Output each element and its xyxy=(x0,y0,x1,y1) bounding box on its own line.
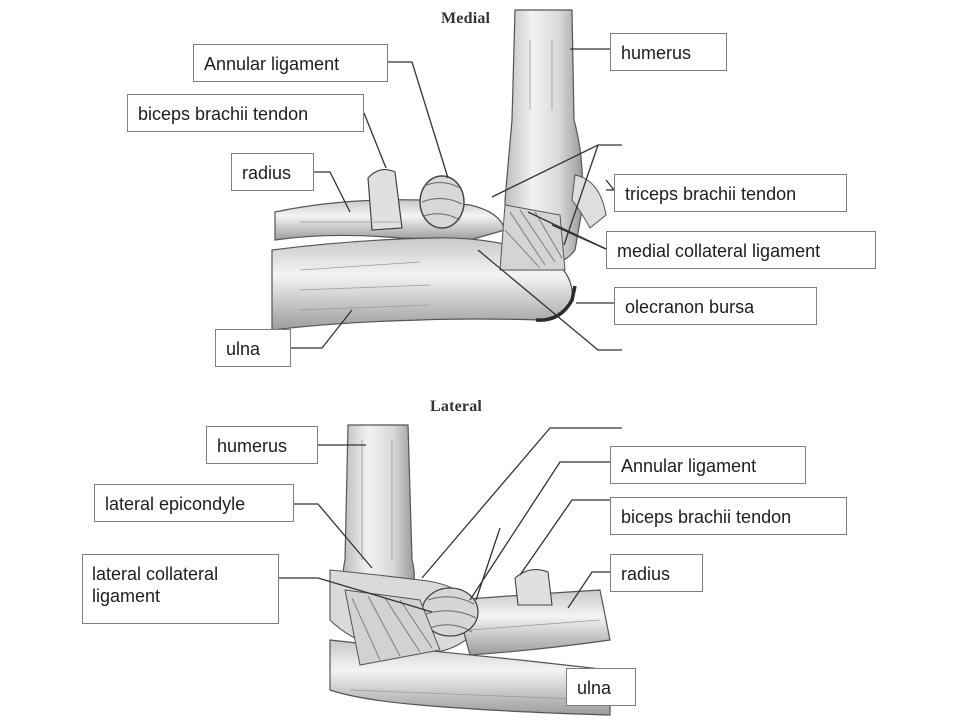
leader-medial-annular xyxy=(388,61,449,179)
leader-lateral-annular xyxy=(469,461,610,601)
label-medial-humerus: humerus xyxy=(610,33,727,71)
lateral-biceps-tendon xyxy=(514,569,553,606)
label-medial-radius: radius xyxy=(231,153,314,191)
lateral-radius-bone xyxy=(454,589,611,656)
leader-lateral-radius xyxy=(567,571,610,609)
leader-lateral-annular-b xyxy=(475,527,501,601)
leader-medial-collateral-b xyxy=(527,211,607,250)
leader-lateral-annular-top xyxy=(421,427,622,579)
leader-lateral-biceps xyxy=(519,499,610,576)
medial-biceps-tendon xyxy=(367,168,403,231)
lateral-elbow-illustration xyxy=(329,424,611,716)
medial-annular-ligament xyxy=(419,175,465,229)
leader-lateral-epicondyle xyxy=(294,503,373,569)
label-medial-ulna: ulna xyxy=(215,329,291,367)
leader-medial-radius xyxy=(314,171,351,213)
leader-medial-biceps xyxy=(363,112,387,169)
leader-medial-triceps-b xyxy=(563,144,599,246)
leader-lateral-collateral xyxy=(279,577,433,613)
label-lateral-biceps-brachii-tendon: biceps brachii tendon xyxy=(610,497,847,535)
medial-triceps-tendon xyxy=(571,174,607,229)
label-lateral-epicondyle: lateral epicondyle xyxy=(94,484,294,522)
lateral-section-title: Lateral xyxy=(430,398,483,415)
label-lateral-annular-ligament: Annular ligament xyxy=(610,446,806,484)
medial-olecranon-bursa xyxy=(535,285,577,322)
label-lateral-radius: radius xyxy=(610,554,703,592)
label-medial-annular-ligament: Annular ligament xyxy=(193,44,388,82)
label-lateral-humerus: humerus xyxy=(206,426,318,464)
label-medial-triceps-brachii-tendon: triceps brachii tendon xyxy=(614,174,847,212)
leader-medial-ulna xyxy=(291,309,353,349)
leader-medial-olecranon xyxy=(477,249,622,351)
label-lateral-collateral-ligament: lateral collateral ligament xyxy=(82,554,279,624)
label-lateral-ulna: ulna xyxy=(566,668,636,706)
label-medial-biceps-brachii-tendon: biceps brachii tendon xyxy=(127,94,364,132)
label-medial-olecranon-bursa: olecranon bursa xyxy=(614,287,817,325)
leader-lines xyxy=(279,48,622,613)
medial-section-title: Medial xyxy=(441,10,491,27)
label-medial-collateral-ligament: medial collateral ligament xyxy=(606,231,876,269)
